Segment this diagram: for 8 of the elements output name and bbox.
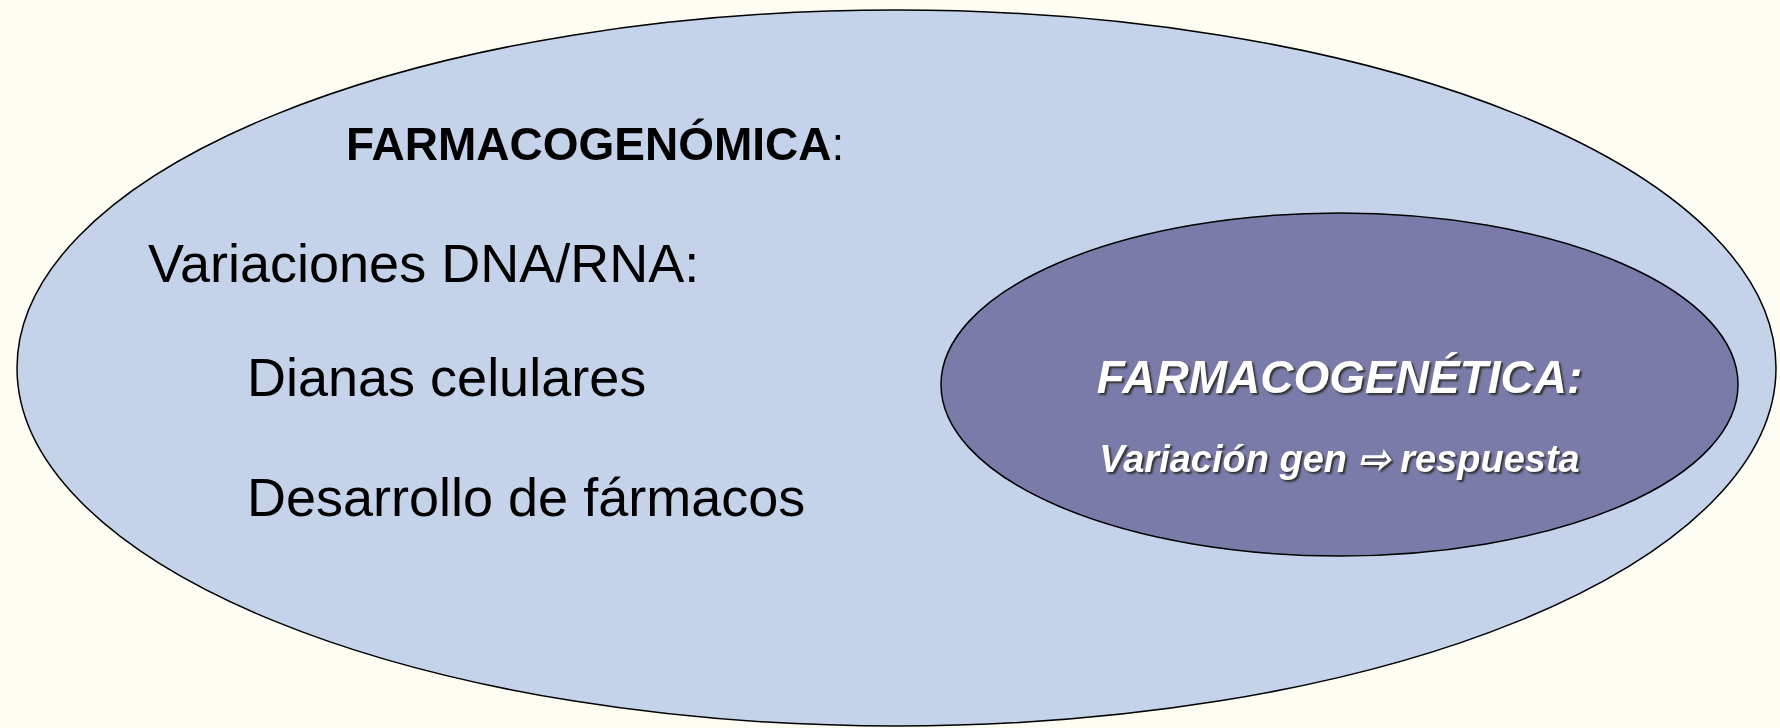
text-line: Dianas celulares	[247, 348, 647, 408]
heading: FARMACOGENÓMICA:	[346, 119, 845, 170]
outer-ellipse	[16, 9, 1777, 727]
text-line: Variación gen ⇨ respuesta	[1099, 439, 1580, 481]
text-line: Desarrollo de fármacos	[247, 468, 806, 528]
inner-ellipse	[940, 212, 1739, 557]
text-line: Variaciones DNA/RNA:	[148, 234, 700, 294]
heading: FARMACOGENÉTICA:	[1096, 352, 1583, 403]
